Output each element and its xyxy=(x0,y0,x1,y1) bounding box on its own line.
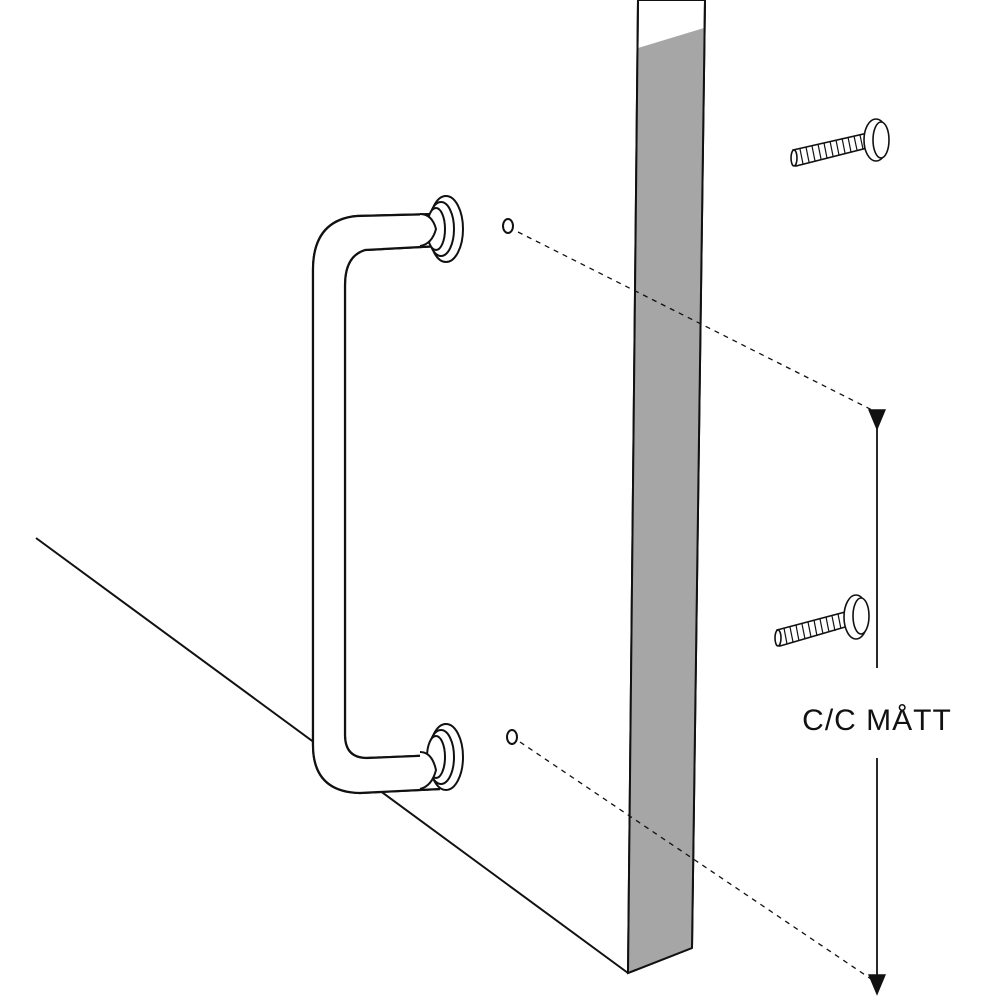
alignment-lines xyxy=(517,231,881,986)
screw-hole-icon xyxy=(502,218,518,745)
mounting-screw-icon xyxy=(774,594,870,648)
dimension-label: C/C MÅTT xyxy=(802,704,952,737)
handle-icon xyxy=(311,195,464,795)
door-panel xyxy=(35,0,707,975)
handle-bottom-mount xyxy=(419,723,464,791)
mounting-screw-icon xyxy=(790,118,890,167)
handle-top-mount xyxy=(419,195,464,263)
door-edge-shading xyxy=(628,28,704,973)
